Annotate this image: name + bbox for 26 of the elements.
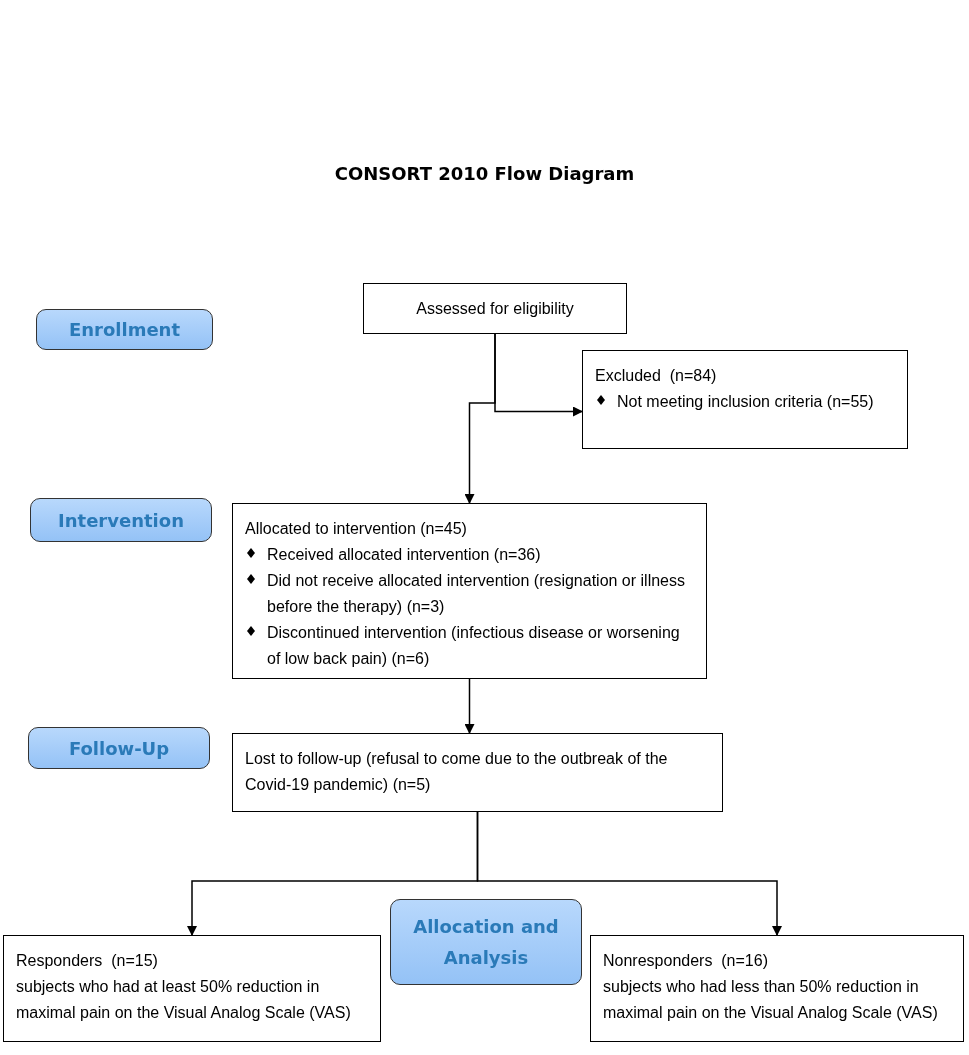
box-text: Responders (n=15) <box>16 951 159 971</box>
box-text: Allocated to intervention (n=45) <box>245 519 468 539</box>
stage-label: Enrollment <box>36 309 213 350</box>
box-text: Excluded (n=84) <box>595 366 718 386</box>
process-box <box>363 283 627 334</box>
stage-label: Allocation and Analysis <box>390 899 582 985</box>
arrow <box>494 333 583 417</box>
process-box <box>232 503 707 679</box>
stage-label: Follow-Up <box>28 727 210 769</box>
box-text: Nonresponders (n=16) <box>603 951 769 971</box>
list-item-text: Received allocated intervention (n=36) <box>267 545 541 565</box>
process-box <box>3 935 381 1042</box>
diagram-title: CONSORT 2010 Flow Diagram <box>333 162 636 186</box>
box-text: Assessed for eligibility <box>416 298 574 319</box>
list-item-text: Not meeting inclusion criteria (n=55) <box>617 392 874 412</box>
arrow <box>476 811 782 936</box>
list-item-text: Did not receive allocated intervention (resignation or illness before the therapy) (n=3) <box>267 571 686 617</box>
arrow <box>464 678 475 734</box>
box-text: subjects who had at least 50% reduction in maximal pain on the Visual Analog Scale (VAS) <box>16 977 352 1023</box>
list-item-text: Discontinued intervention (infectious disease or worsening of low back pain) (n=6) <box>267 623 681 669</box>
box-text: Lost to follow-up (refusal to come due to the outbreak of the Covid-19 pandemic) (n=5) <box>245 749 669 795</box>
stage-label: Intervention <box>30 498 212 542</box>
process-box <box>590 935 964 1042</box>
box-text: subjects who had less than 50% reduction in maximal pain on the Visual Analog Scale (VAS) <box>603 977 939 1023</box>
process-box <box>582 350 908 449</box>
process-box <box>232 733 723 812</box>
